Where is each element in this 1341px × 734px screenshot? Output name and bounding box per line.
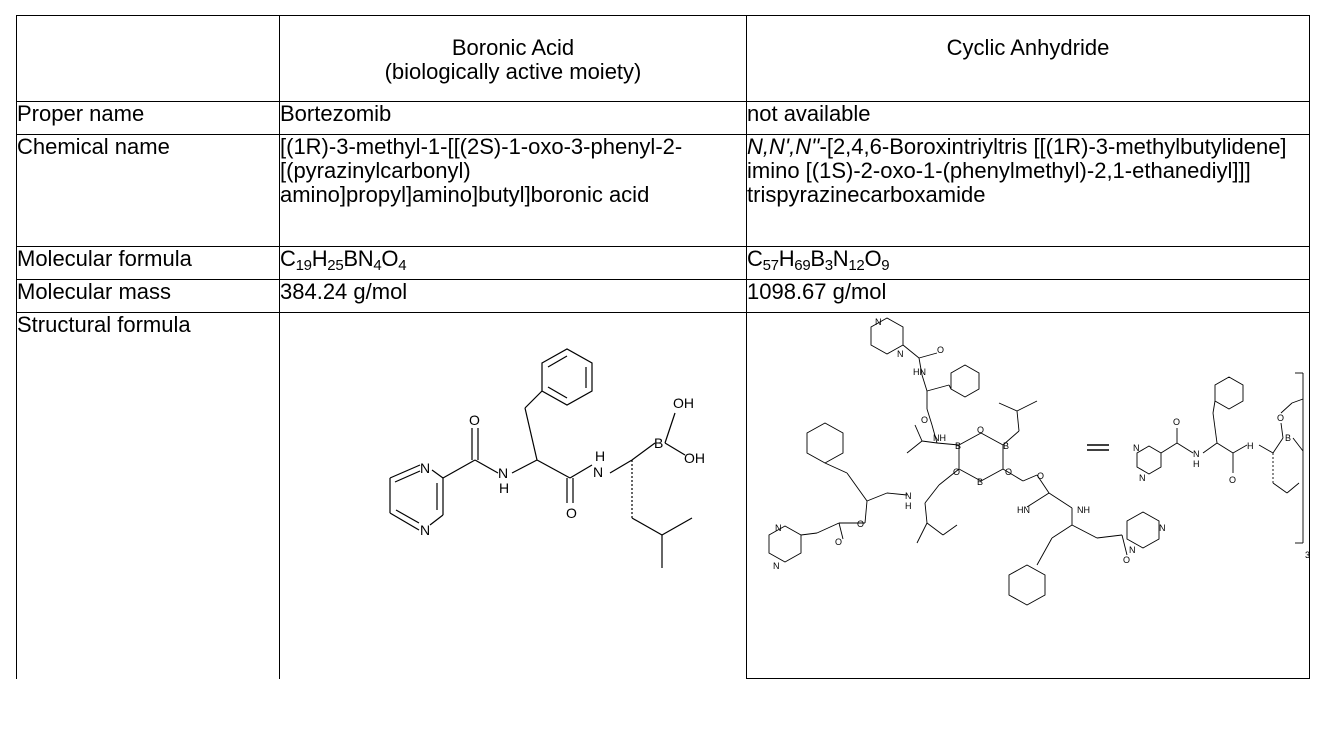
svg-text:N: N [420,460,430,476]
svg-text:B: B [955,441,961,451]
svg-text:N: N [1159,523,1166,533]
anhydride-chemical-name: N,N',N''-[2,4,6-Boroxintriyltris [[(1R)-… [746,134,1310,247]
svg-text:O: O [1173,417,1180,427]
row-label: Proper name [16,101,280,135]
svg-text:N: N [875,317,882,327]
header-empty-cell [16,15,280,102]
svg-text:H: H [499,480,509,496]
anhydride-molecular-mass: 1098.67 g/mol [746,279,1310,313]
svg-text:OH: OH [673,395,694,411]
header-boronic-title: Boronic Acid [451,35,575,60]
svg-text:HN: HN [913,367,926,377]
svg-text:NH: NH [1077,505,1090,515]
svg-text:O: O [835,537,842,547]
bortezomib-structure-image: N N O N H O N H B OH OH [389,348,705,568]
svg-text:B: B [1285,433,1291,443]
svg-text:O: O [566,505,577,521]
svg-text:O: O [857,519,864,529]
svg-text:3: 3 [1305,550,1309,560]
svg-text:B: B [977,477,983,487]
svg-text:O: O [937,345,944,355]
svg-text:B: B [1003,441,1009,451]
svg-text:HN: HN [1017,505,1030,515]
svg-text:H: H [1247,441,1254,451]
svg-text:N: N [1193,449,1200,459]
row-proper-name: Proper name Bortezomib not available [16,101,1310,135]
header-cyclic-anhydride: Cyclic Anhydride [746,15,1310,102]
svg-text:O: O [921,415,928,425]
row-molecular-formula: Molecular formula C19H25BN4O4 C57H69B3N1… [16,246,1310,280]
svg-text:N: N [897,349,904,359]
anhydride-proper-name: not available [746,101,1310,135]
svg-text:O: O [953,467,960,477]
svg-text:NH: NH [933,433,946,443]
svg-text:O: O [977,425,984,435]
svg-text:N: N [498,465,508,481]
row-label: Molecular mass [16,279,280,313]
svg-text:N: N [1133,443,1140,453]
svg-text:H: H [595,448,605,464]
svg-text:O: O [1037,471,1044,481]
row-molecular-mass: Molecular mass 384.24 g/mol 1098.67 g/mo… [16,279,1310,313]
svg-text:B: B [654,435,663,451]
anhydride-molecular-formula: C57H69B3N12O9 [746,246,1310,280]
svg-text:H: H [1193,459,1200,469]
svg-text:N: N [593,464,603,480]
svg-text:O: O [1277,413,1284,423]
boronic-chemical-name: [(1R)-3-methyl-1-[[(2S)-1-oxo-3-phenyl-2… [279,134,747,247]
header-row: Boronic Acid (biologically active moiety… [16,15,1310,102]
row-chemical-name: Chemical name [(1R)-3-methyl-1-[[(2S)-1-… [16,134,1310,247]
cyclic-anhydride-structure-image: N N O HN O NH O B B B O O N H O O N [768,317,1310,606]
svg-text:O: O [1123,555,1130,565]
header-boronic-acid: Boronic Acid (biologically active moiety… [279,15,747,102]
row-structural-formula: Structural formula [16,312,1310,679]
anhydride-chemical-prefix: N,N',N'' [747,134,820,159]
row-label: Structural formula [16,312,280,679]
svg-text:N: N [773,561,780,571]
row-label: Chemical name [16,134,280,247]
svg-text:O: O [1005,467,1012,477]
boronic-molecular-formula: C19H25BN4O4 [279,246,747,280]
properties-table: Boronic Acid (biologically active moiety… [16,15,1310,679]
svg-text:N: N [775,523,782,533]
row-label: Molecular formula [16,246,280,280]
header-boronic-subtitle: (biologically active moiety) [384,59,642,84]
anhydride-chemical-rest: -[2,4,6-Boroxintriyltris [[(1R)-3-methyl… [747,134,1287,207]
boronic-structure-cell: N N O N H O N H B OH OH [279,312,747,679]
anhydride-structure-cell: N N O HN O NH O B B B O O N H O O N [746,312,1310,679]
boronic-molecular-mass: 384.24 g/mol [279,279,747,313]
svg-text:O: O [469,412,480,428]
svg-text:OH: OH [684,450,705,466]
svg-text:N: N [905,491,912,501]
svg-text:N: N [1129,545,1136,555]
svg-text:N: N [420,522,430,538]
svg-text:N: N [1139,473,1146,483]
svg-text:O: O [1229,475,1236,485]
svg-text:H: H [905,501,912,511]
boronic-proper-name: Bortezomib [279,101,747,135]
